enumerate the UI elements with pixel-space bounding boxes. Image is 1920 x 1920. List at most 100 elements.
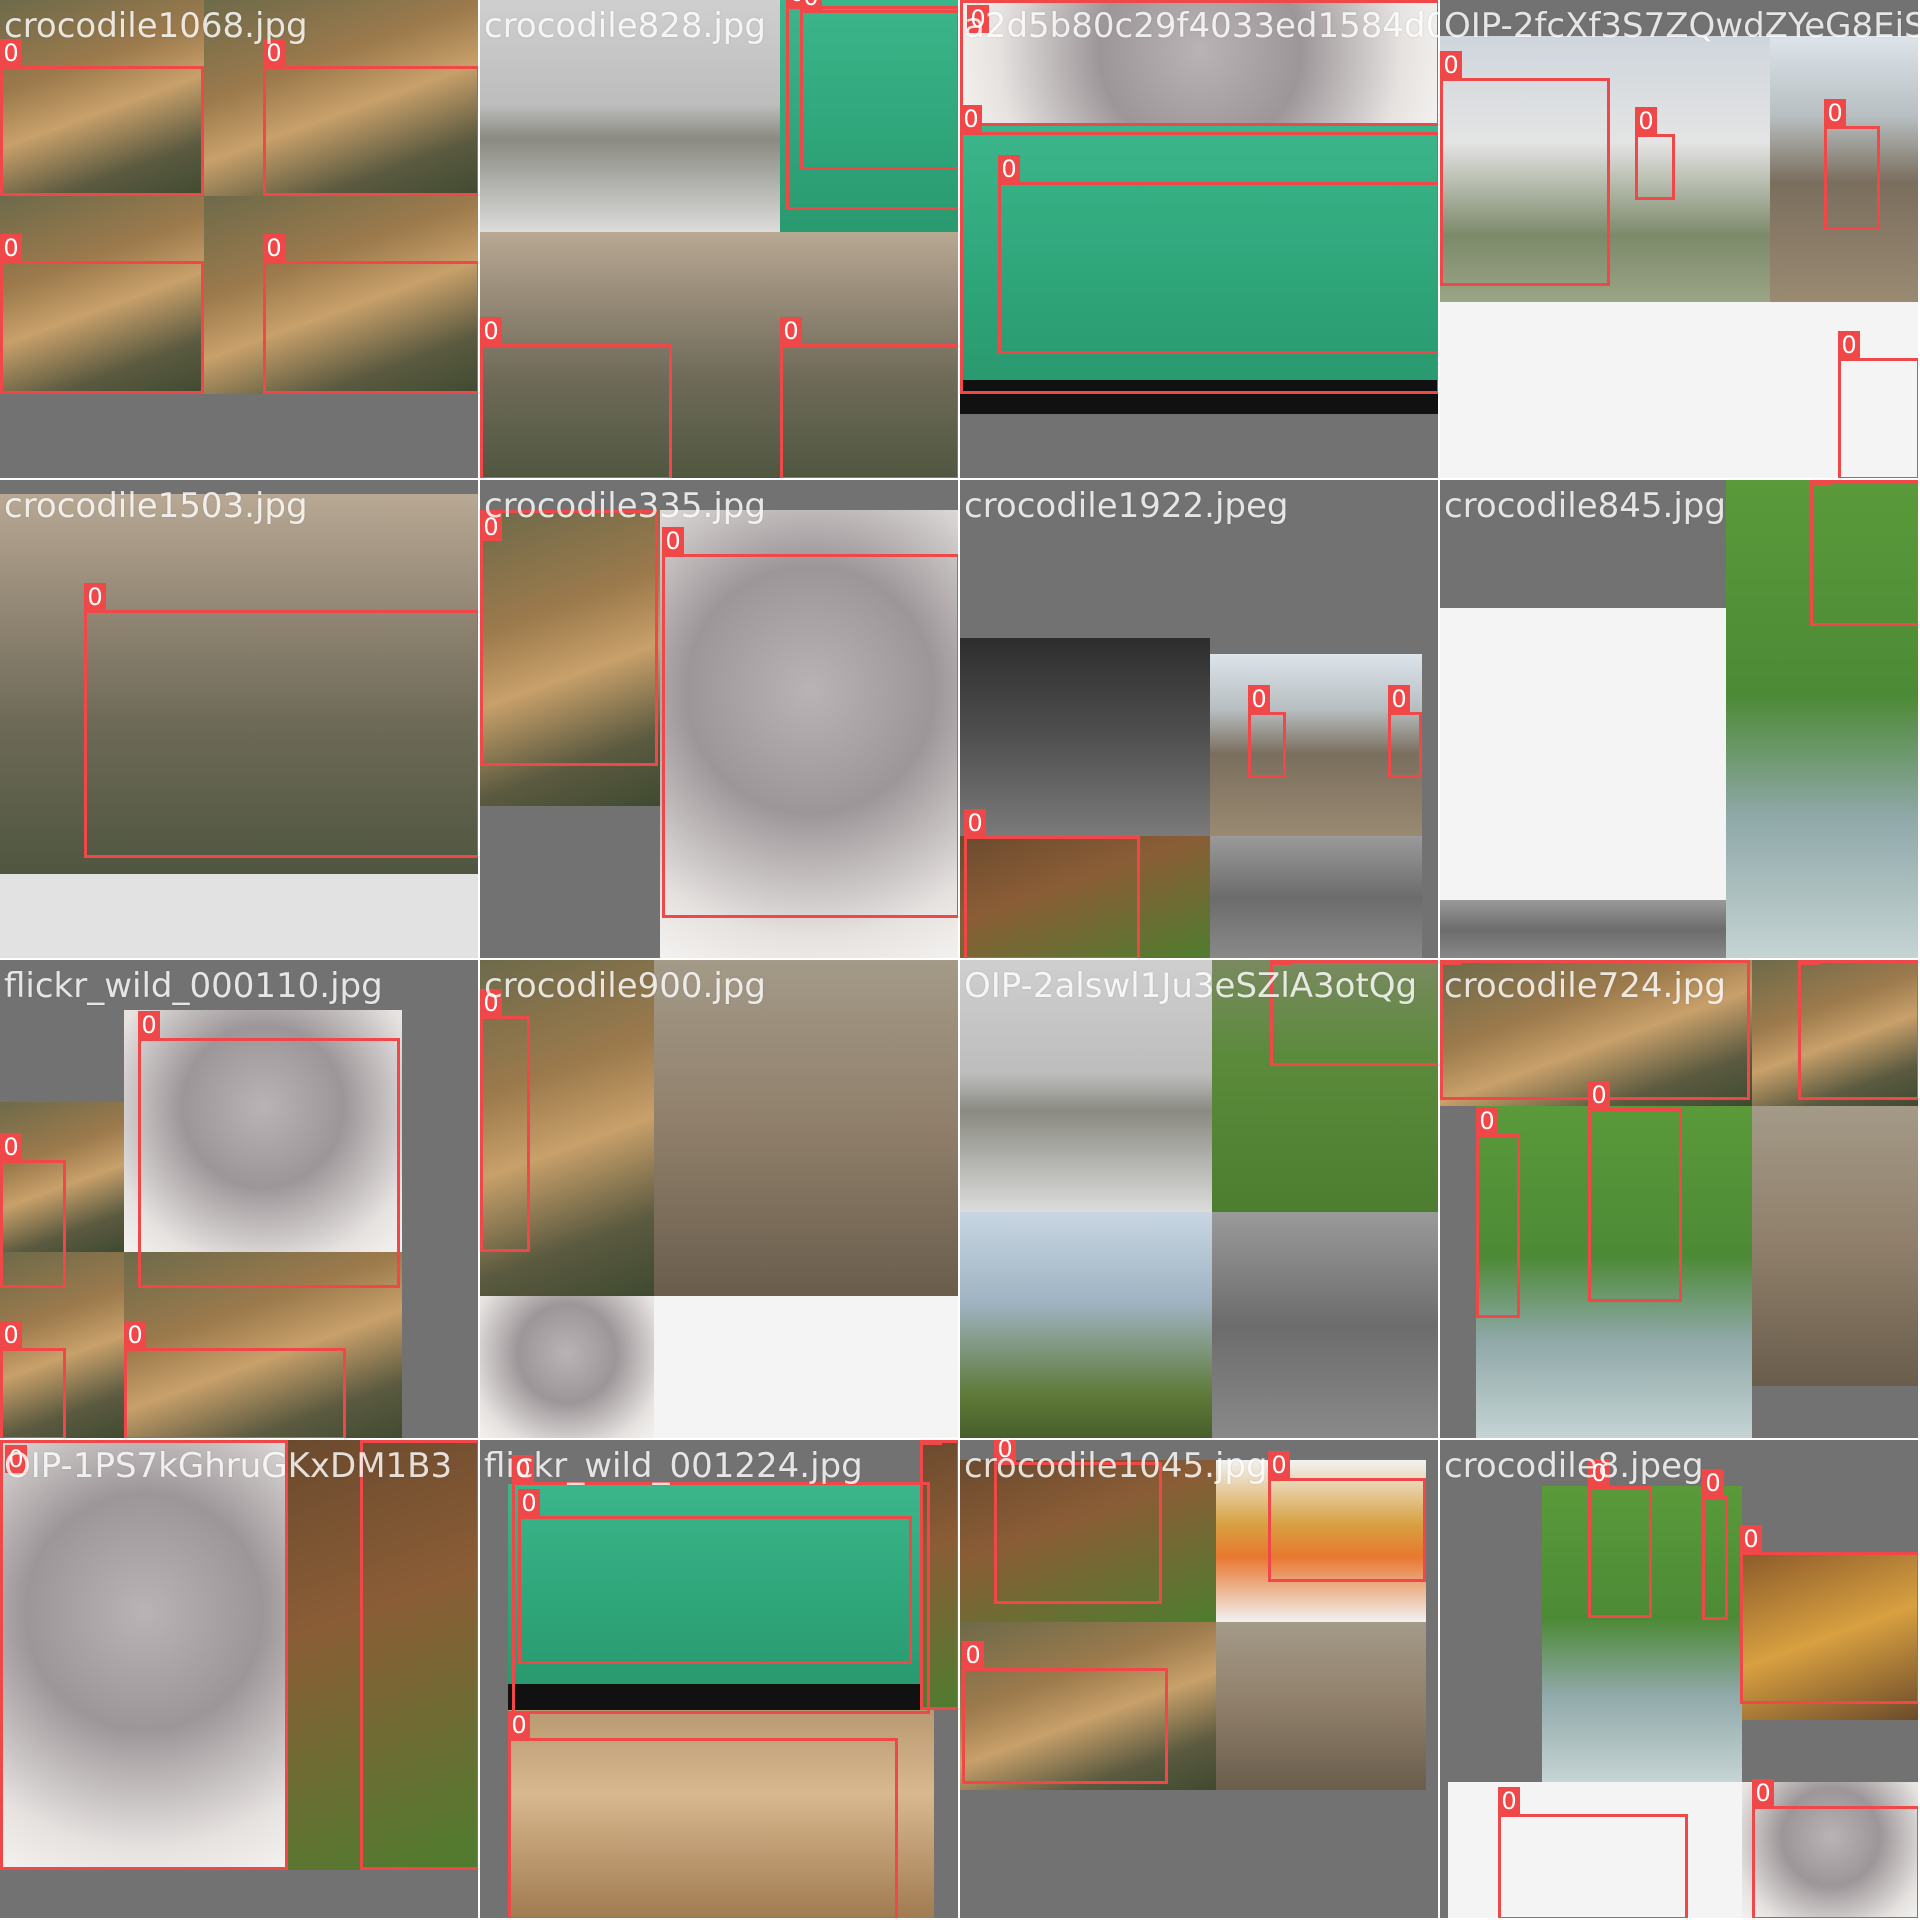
bounding-box: 0 — [1248, 685, 1286, 778]
image-tile — [1440, 302, 1770, 478]
bounding-box: 0 — [1440, 51, 1610, 286]
image-tile — [1476, 1106, 1752, 1438]
class-label: 0 — [967, 5, 989, 33]
image-tile — [960, 1460, 1216, 1622]
mosaic-cell: 0 0 0 0 crocodile724.jpg — [1440, 960, 1920, 1440]
bounding-box: 0 — [1838, 331, 1918, 478]
class-label: 0 — [920, 1440, 942, 1445]
bounding-box: 0 — [1268, 1451, 1426, 1582]
image-tile — [124, 1010, 402, 1252]
bounding-box: 0 — [1440, 960, 1750, 1100]
bounding-box: 0 — [480, 510, 658, 766]
bounding-box: 0 — [662, 527, 958, 918]
class-label: 0 — [124, 1321, 146, 1349]
image-tile — [1448, 1782, 1742, 1918]
image-tile — [0, 1440, 288, 1870]
mosaic-cell: 0 0 0 0 OIP-2fcXf3S7ZQwdZYeG8EiS9 — [1440, 0, 1920, 480]
class-label: 0 — [360, 1440, 382, 1443]
image-tile — [0, 196, 204, 394]
mosaic-cell: 0 0 crocodile335.jpg — [480, 480, 960, 960]
bounding-box: 0 — [480, 989, 530, 1252]
bounding-box: 0 — [1498, 1787, 1688, 1918]
bounding-box: 0 — [263, 39, 478, 196]
mosaic-cell: 0 0 0 0 flickr_wild_001224.jpg — [480, 1440, 960, 1920]
image-filename: flickr_wild_001224.jpg — [484, 1446, 863, 1486]
image-tile — [1216, 1460, 1426, 1622]
image-tile — [0, 0, 204, 196]
image-tile — [960, 638, 1210, 836]
class-label: 0 — [994, 1440, 1016, 1463]
class-label: 0 — [1810, 480, 1832, 485]
image-tile — [1440, 900, 1726, 958]
class-label: 0 — [1588, 1459, 1610, 1487]
bounding-box: 0 — [994, 1440, 1162, 1604]
class-label: 0 — [480, 989, 502, 1017]
class-label: 0 — [962, 1641, 984, 1669]
class-label: 0 — [1588, 1081, 1610, 1109]
class-label: 0 — [1248, 685, 1270, 713]
mosaic-cell: 0 0 0 0 0 crocodile8.jpeg — [1440, 1440, 1920, 1920]
image-tile — [204, 0, 478, 196]
bounding-box: 0 — [1810, 480, 1918, 626]
class-label: 0 — [1440, 960, 1462, 965]
class-label: 0 — [0, 39, 22, 67]
bounding-box: 0 — [84, 583, 478, 858]
bounding-box: 0 — [1798, 960, 1918, 1100]
mosaic-cell: 0 0 0 0 crocodile1068.jpg — [0, 0, 480, 480]
image-tile — [480, 1296, 654, 1438]
image-tile — [480, 510, 660, 806]
image-tile — [480, 232, 780, 478]
class-label: 0 — [1270, 960, 1292, 965]
image-tile — [1726, 480, 1918, 958]
class-label: 0 — [780, 317, 802, 345]
bounding-box: 0 — [998, 155, 1438, 354]
image-tile — [1216, 1622, 1426, 1790]
class-label: 0 — [84, 583, 106, 611]
bounding-box: 0 — [960, 0, 1438, 126]
image-tile — [204, 196, 478, 394]
class-label: 0 — [508, 1711, 530, 1739]
image-tile — [1210, 836, 1422, 958]
image-tile — [960, 380, 1438, 414]
class-label: 0 — [1635, 107, 1657, 135]
bounding-box: 0 — [800, 0, 958, 170]
bounding-box: 0 — [1476, 1107, 1520, 1318]
class-label: 0 — [263, 39, 285, 67]
mosaic-cell: 0 0 0 a2d5b80c29f4033ed1584d03bf — [960, 0, 1440, 480]
bounding-box: 0 — [124, 1321, 346, 1438]
mosaic-cell: 0 0 0 0 crocodile828.jpg — [480, 0, 960, 480]
class-label: 0 — [1498, 1787, 1520, 1815]
image-tile — [654, 960, 958, 1296]
class-label: 0 — [0, 234, 22, 262]
image-tile — [1212, 960, 1438, 1212]
bounding-box: 0 — [480, 317, 672, 478]
class-label: 0 — [1740, 1525, 1762, 1553]
bounding-box: 0 — [920, 1440, 958, 1710]
mosaic-cell: 0 0 OIP-1PS7kGhruGKxDM1B3 — [0, 1440, 480, 1920]
image-tile — [654, 1296, 958, 1438]
class-label: 0 — [960, 105, 982, 133]
bounding-box: 0 — [138, 1011, 400, 1288]
image-tile — [0, 874, 478, 958]
bounding-box: 0 — [0, 1440, 288, 1870]
image-tile — [780, 232, 958, 478]
image-tile — [1440, 608, 1726, 900]
class-label: 0 — [263, 234, 285, 262]
bounding-box: 0 — [512, 1455, 930, 1714]
image-tile — [1210, 654, 1422, 836]
mosaic-cell: 0 crocodile900.jpg — [480, 960, 960, 1440]
image-tile — [780, 0, 958, 232]
image-tile — [480, 0, 780, 232]
bounding-box: 0 — [0, 234, 204, 394]
bounding-box: 0 — [1588, 1459, 1652, 1618]
image-tile — [660, 510, 958, 958]
bounding-box: 0 — [518, 1489, 912, 1664]
image-tile — [288, 1440, 478, 1870]
class-label: 0 — [662, 527, 684, 555]
mosaic-cell: 0 0 0 crocodile1922.jpeg — [960, 480, 1440, 960]
bounding-box: 0 — [962, 1641, 1168, 1784]
image-tile — [508, 1684, 934, 1710]
bounding-box: 0 — [1635, 107, 1675, 200]
image-tile — [1752, 960, 1918, 1106]
